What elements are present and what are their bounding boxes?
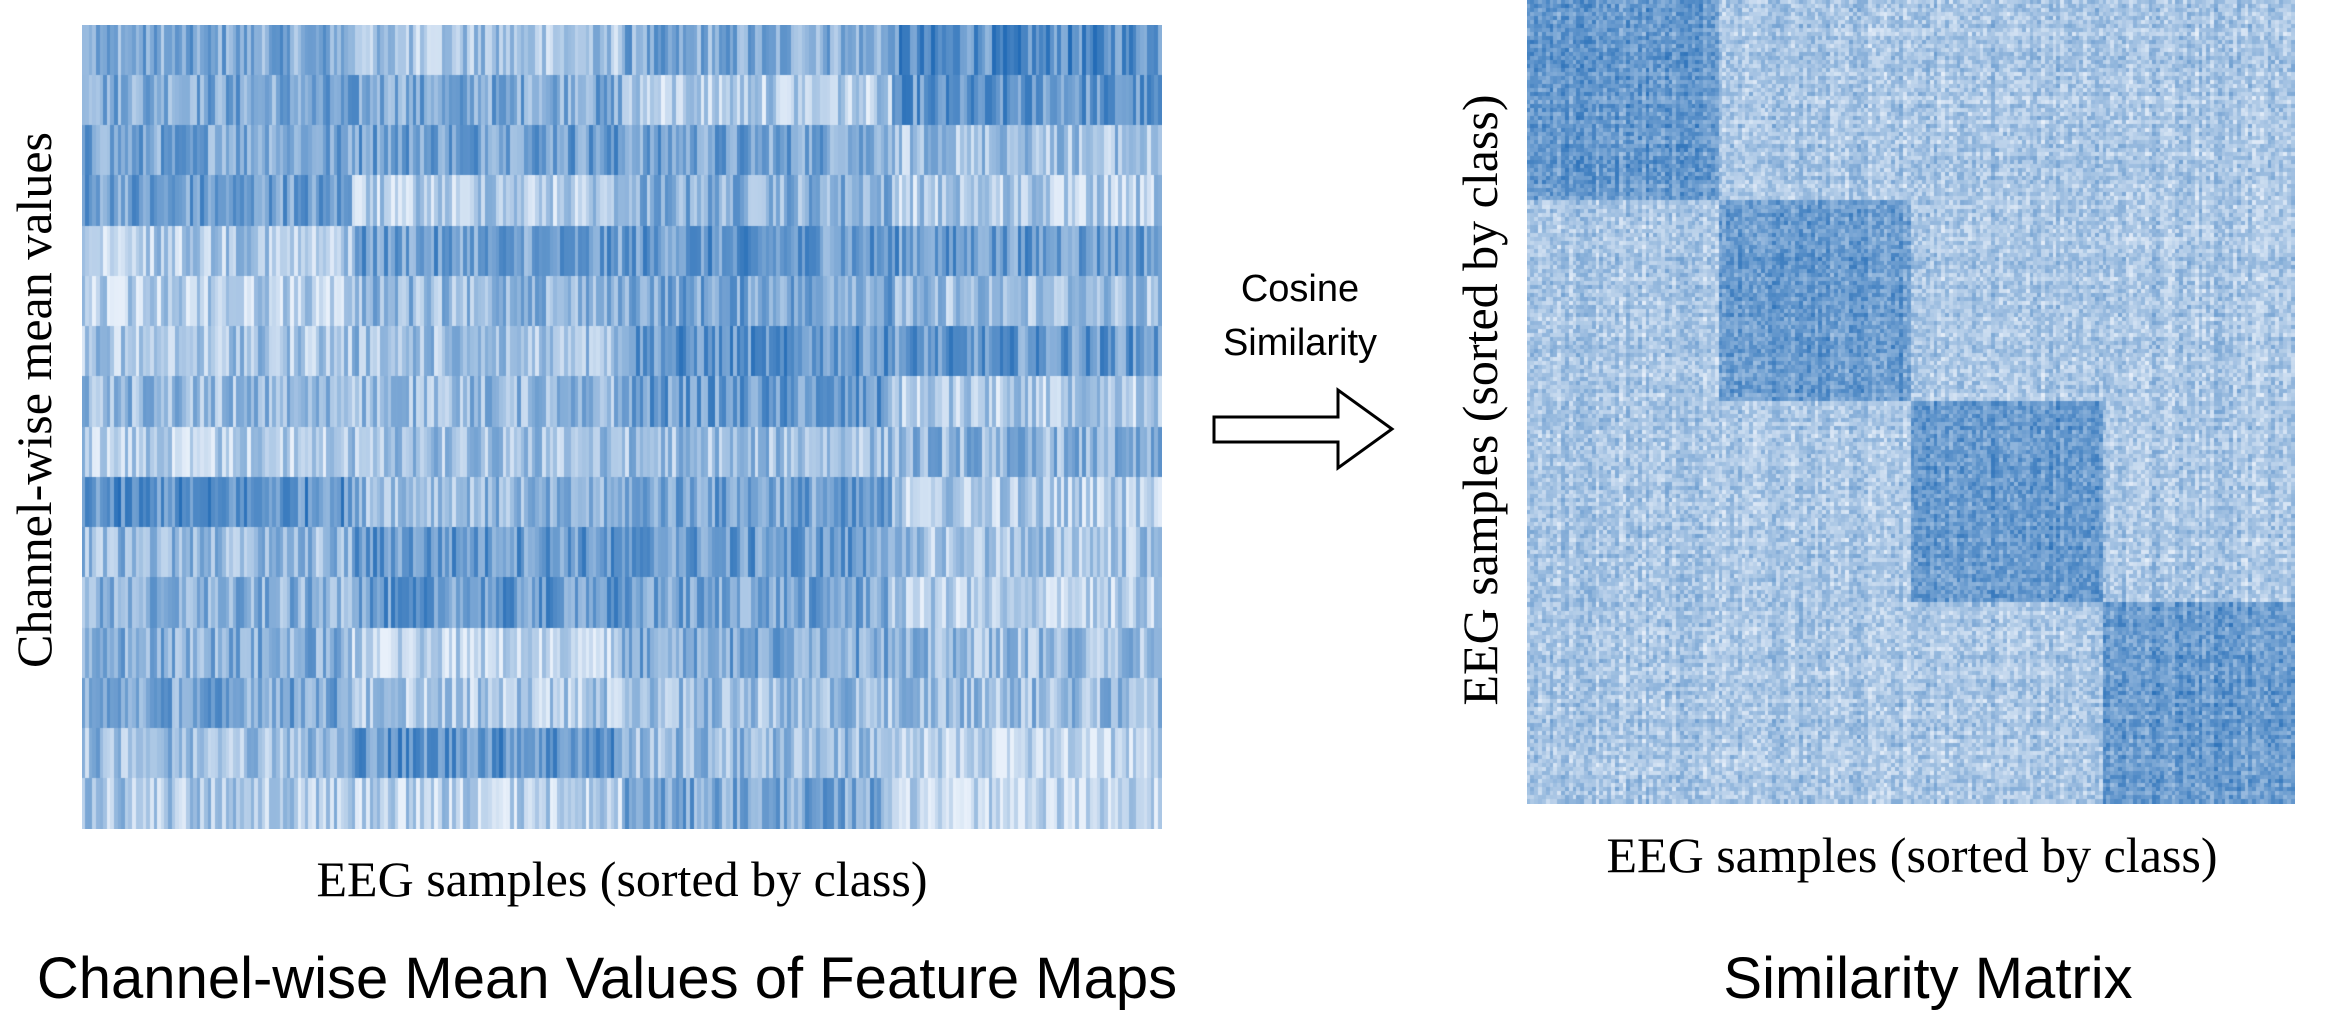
right-arrow-icon (1212, 387, 1395, 471)
similarity-matrix-heatmap (1527, 0, 2295, 804)
right-x-axis-label: EEG samples (sorted by class) (1606, 827, 2218, 883)
left-panel-title: Channel-wise Mean Values of Feature Maps (36, 946, 1178, 1011)
feature-map-heatmap (82, 25, 1162, 829)
right-panel-title: Similarity Matrix (1723, 946, 2133, 1011)
arrow-caption-line1: Cosine (1240, 268, 1360, 310)
arrow-caption: Cosine Similarity (1223, 262, 1377, 370)
left-x-axis-label: EEG samples (sorted by class) (316, 851, 928, 907)
arrow-caption-line2: Similarity (1222, 322, 1378, 364)
left-y-axis-label: Channel-wise mean values (6, 132, 62, 668)
right-y-axis-label: EEG samples (sorted by class) (1452, 94, 1508, 706)
